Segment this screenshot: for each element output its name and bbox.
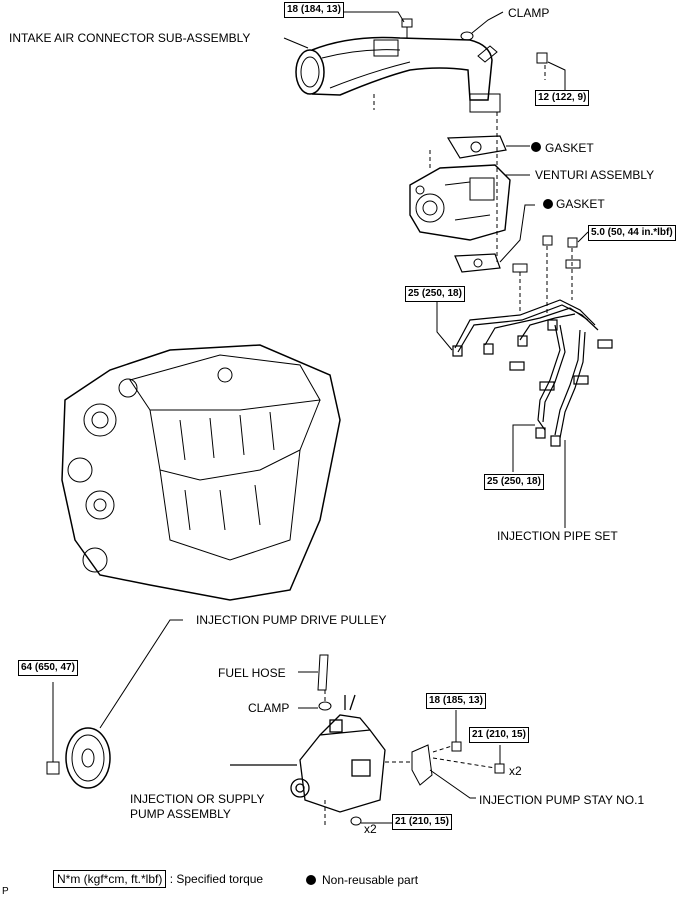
nuts-5 [512,231,589,273]
torque-5-50: 5.0 (50, 44 in.*lbf) [588,225,676,241]
injection-pump-stay-drawing [411,744,476,799]
legend-torque-box: N*m (kgf*cm, ft.*lbf) [53,870,167,888]
fuel-hose-drawing [298,654,329,691]
injection-pump-drawing [230,694,386,813]
intake-air-connector-drawing [295,36,501,113]
label-intake-air-connector: INTAKE AIR CONNECTOR SUB-ASSEMBLY [9,31,251,45]
legend-nonreusable-text: Non-reusable part [322,873,419,887]
torque-25-250-b: 25 (250, 18) [484,474,544,490]
torque-25-250-a: 25 (250, 18) [405,286,465,302]
label-injection-pump-stay: INJECTION PUMP STAY NO.1 [479,793,645,807]
label-injection-pipe-set: INJECTION PIPE SET [497,529,618,543]
torque-18-185: 18 (185, 13) [426,693,486,709]
gasket-2-drawing [454,204,535,273]
legend-torque: N*m (kgf*cm, ft.*lbf) : Specified torque [53,870,264,888]
leader-intake [283,37,309,49]
bolt-intake-top [343,11,413,38]
multiplier-pump: x2 [364,822,377,836]
torque-64-650: 64 (650, 47) [18,660,78,676]
label-injection-pump-drive-pulley: INJECTION PUMP DRIVE PULLEY [196,613,387,627]
clamp-bottom-drawing [298,701,332,711]
label-fuel-hose: FUEL HOSE [218,666,286,680]
torque-21-210-a: 21 (210, 15) [469,727,529,743]
corner-mark: P [2,886,9,897]
clamp-top-drawing [460,11,504,41]
multiplier-stay: x2 [509,764,522,778]
injection-pipe-set-drawing [452,299,613,447]
label-venturi-assembly: VENTURI ASSEMBLY [535,168,655,182]
nut-12 [536,52,566,90]
leader-250-a [436,290,453,351]
nonreusable-dot-1 [531,142,541,152]
venturi-assembly-drawing [409,164,530,241]
label-injection-pump-1: INJECTION OR SUPPLY [130,792,265,806]
centre-lines-pump [324,690,496,828]
label-clamp-bottom: CLAMP [248,701,290,715]
centre-lines-top [373,65,546,262]
legend-torque-text: : Specified torque [169,872,264,886]
label-injection-pump-2: PUMP ASSEMBLY [130,807,231,821]
legend-dot [306,875,316,885]
drive-pulley-drawing [46,619,183,789]
centre-lines-pipes [519,246,573,316]
label-gasket-2: GASKET [556,197,605,211]
torque-12-122: 12 (122, 9) [535,90,590,106]
engine-block-drawing [61,344,341,601]
leader-250-b [512,424,535,472]
label-clamp-top: CLAMP [508,6,550,20]
bolts-lower [350,710,505,826]
label-gasket-1: GASKET [545,141,594,155]
torque-18-184: 18 (184, 13) [284,2,344,18]
nonreusable-dot-2 [543,199,553,209]
torque-21-210-b: 21 (210, 15) [392,814,452,830]
gasket-1-drawing [446,135,530,159]
